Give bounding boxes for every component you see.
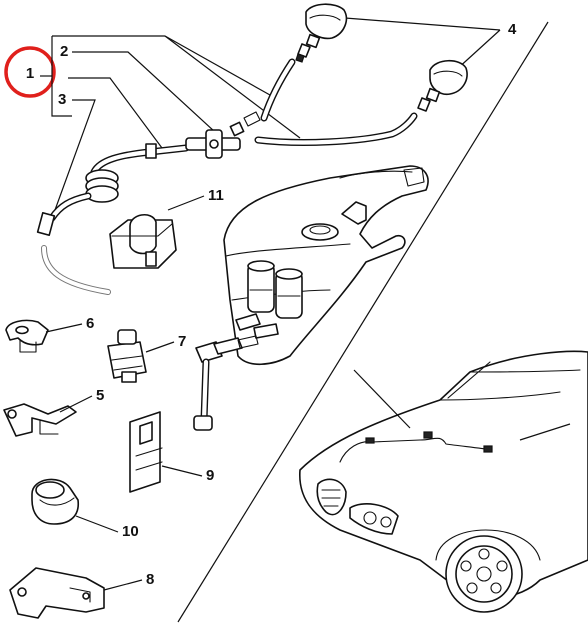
pump-electrical-connector	[107, 329, 147, 383]
leader-line-part-6	[45, 323, 83, 333]
callout-3: 3	[58, 91, 66, 108]
callout-2: 2	[60, 43, 68, 60]
pump-retaining-bracket	[109, 214, 177, 269]
leader-line-part-9	[161, 465, 203, 477]
washer-fluid-reservoir	[223, 165, 429, 366]
leader-line-part-3	[54, 99, 96, 211]
leader-line-part-7	[145, 341, 175, 353]
callout-9: 9	[206, 467, 214, 484]
highlight-circle-part-1	[4, 46, 56, 98]
t-connector	[185, 111, 261, 159]
rubber-grommet	[31, 478, 79, 525]
leader-line-part-5	[59, 395, 93, 413]
reservoir-mounting-bracket	[129, 411, 163, 493]
level-sensor-harness	[193, 335, 259, 431]
leader-line-part-3-b	[68, 77, 163, 149]
washer-nozzle-top	[295, 3, 348, 63]
washer-hose-assembly	[36, 58, 418, 295]
leader-line-part-11	[167, 195, 205, 211]
callout-7: 7	[178, 333, 186, 350]
leader-line-part-1	[51, 36, 72, 117]
leader-line-part-1-to-hose-top	[164, 35, 271, 96]
callout-4: 4	[508, 21, 517, 38]
callout-6: 6	[86, 315, 94, 332]
callout-11: 11	[208, 187, 224, 204]
hose-retaining-clip	[3, 403, 77, 437]
leader-line-part-4-a	[344, 17, 501, 31]
callout-5: 5	[96, 387, 104, 404]
leader-line-part-8	[103, 579, 143, 591]
leader-line-part-4-b	[455, 29, 501, 71]
callout-1: 1	[26, 65, 34, 82]
leader-line-part-2	[72, 51, 216, 133]
callout-8: 8	[146, 571, 154, 588]
leader-line-part-10	[75, 515, 119, 533]
washer-nozzle-bottom	[417, 59, 468, 112]
support-plate	[9, 567, 105, 619]
section-divider-line	[177, 21, 549, 623]
hose-clip-small	[5, 319, 49, 353]
car-outline	[299, 350, 588, 613]
leader-line-part-1-to-hose	[164, 35, 301, 139]
callout-10: 10	[122, 523, 139, 540]
